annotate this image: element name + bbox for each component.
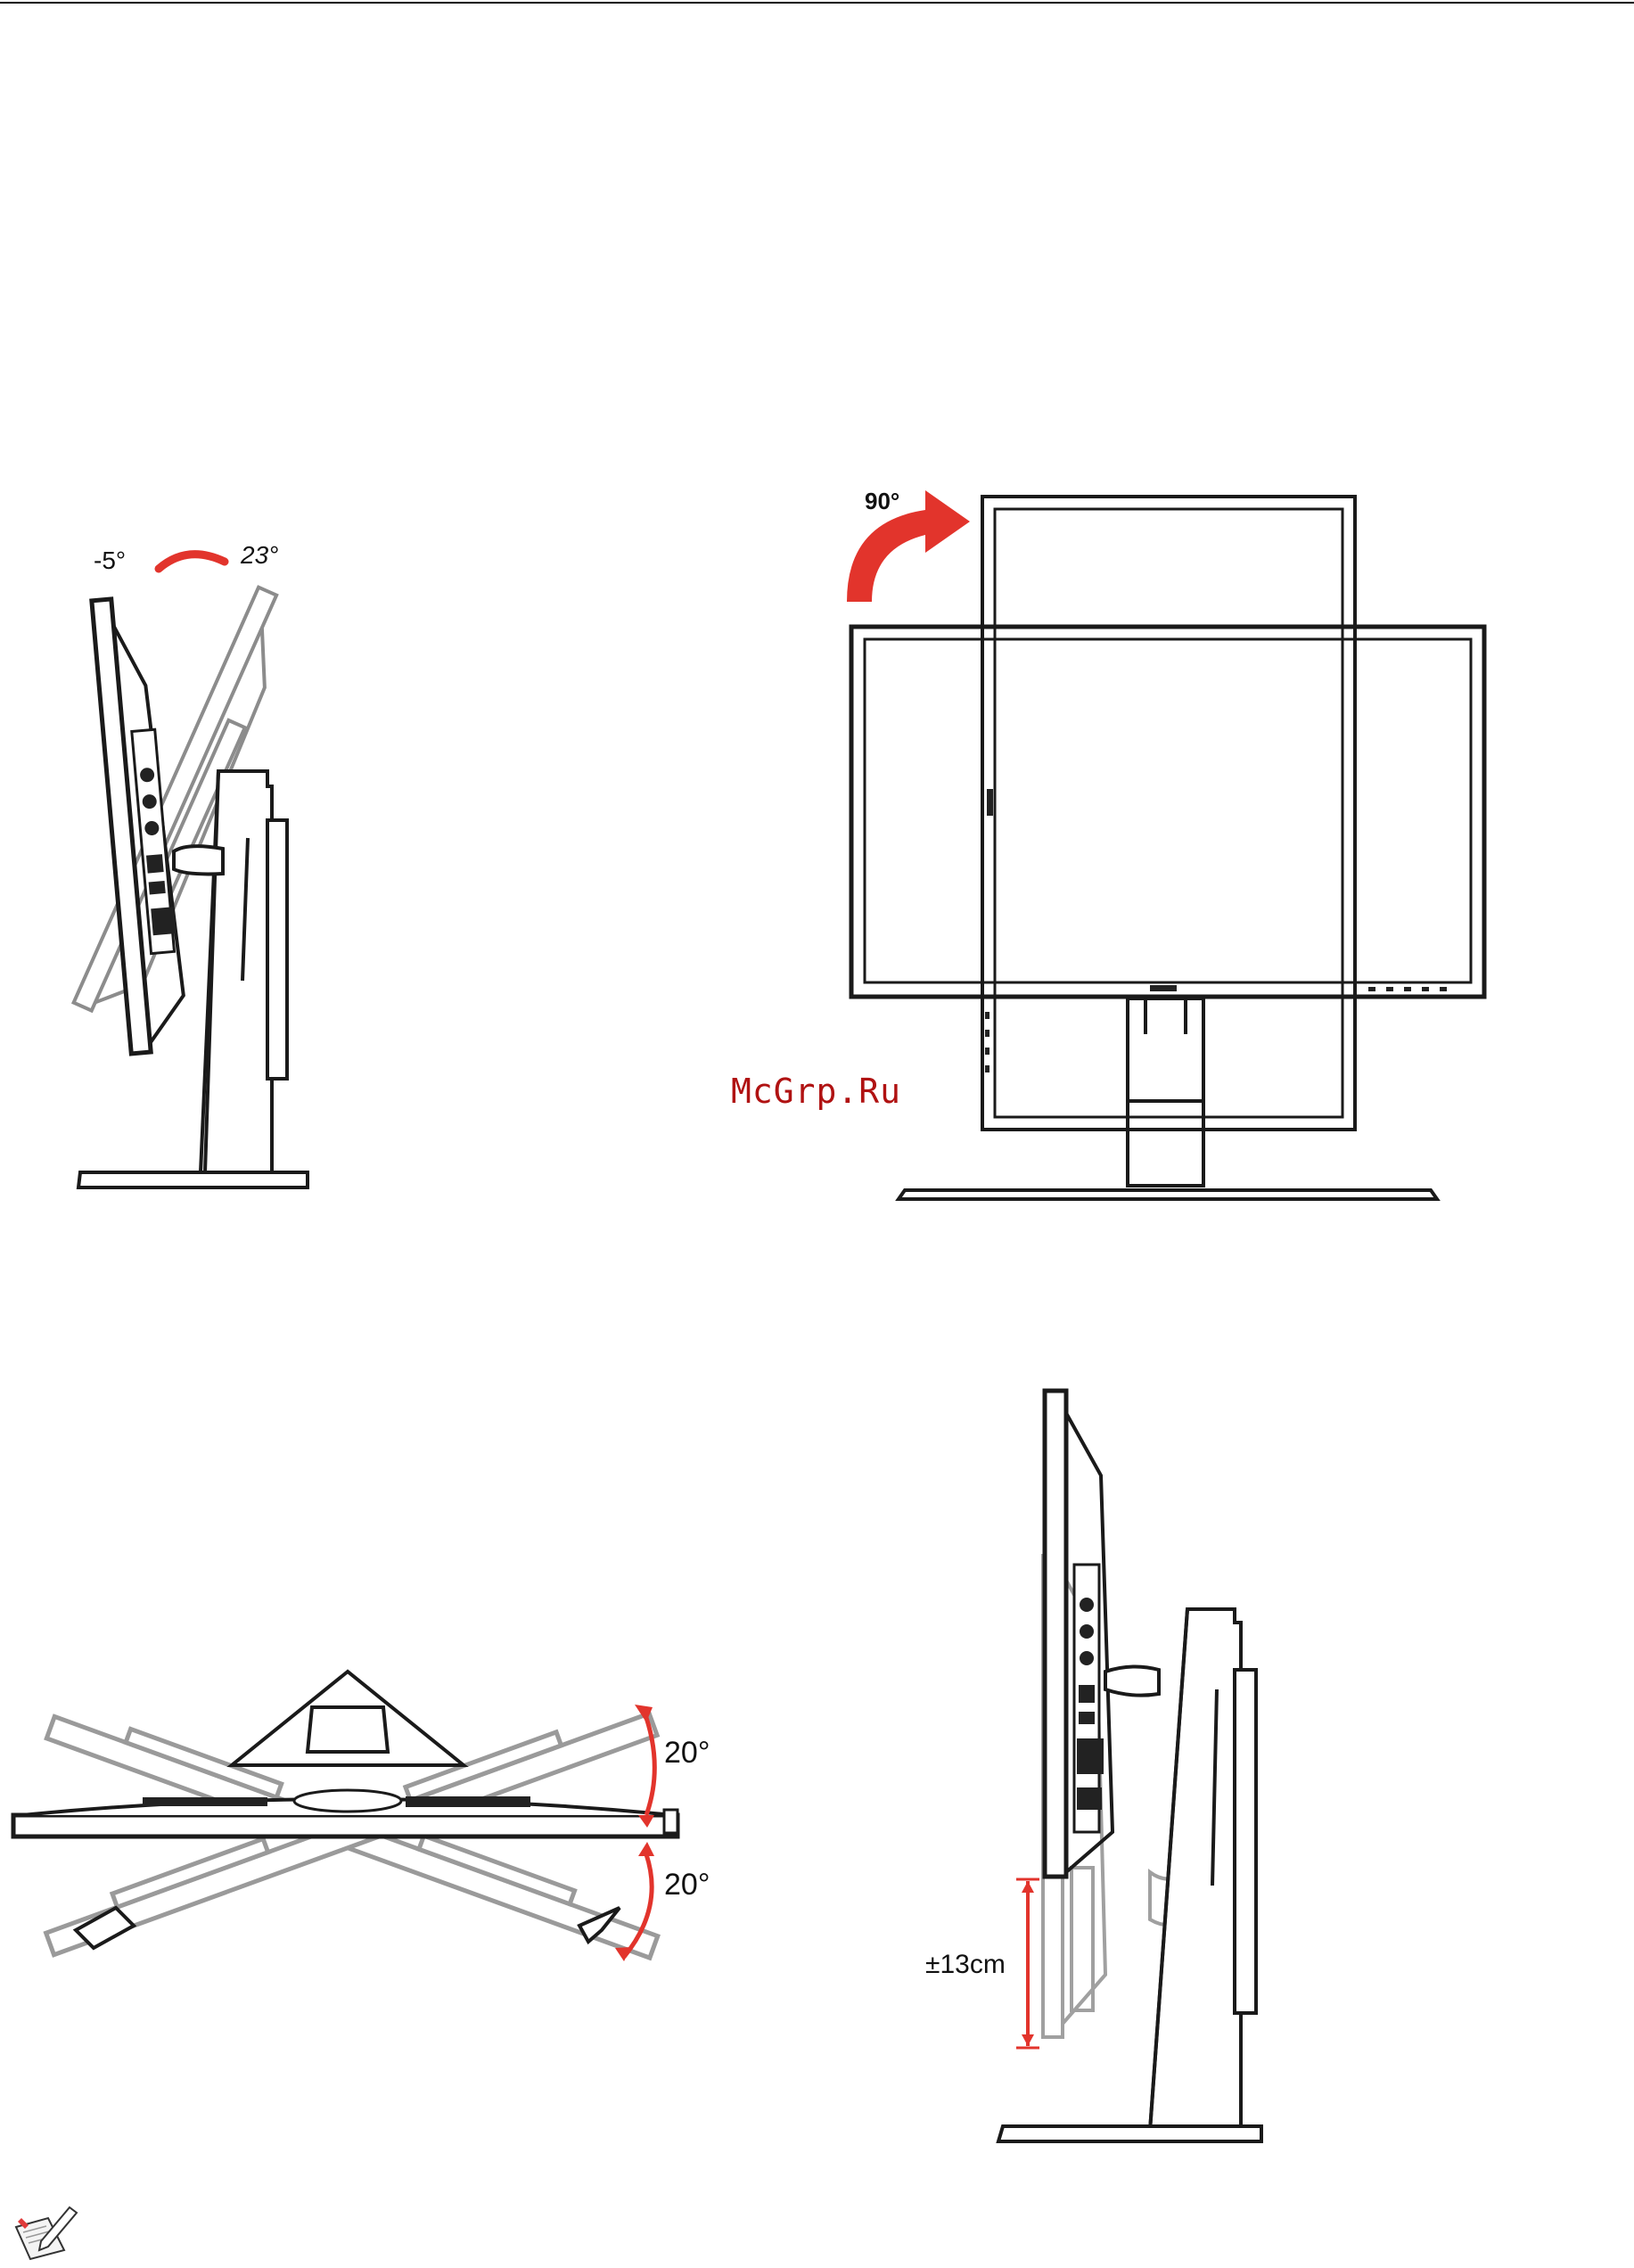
swivel-front-panel [13,1790,677,1837]
height-label: ±13cm [925,1950,1006,1979]
tilt-figure: -5° 23° [53,517,357,1195]
watermark: McGrp.Ru [731,1072,901,1111]
swivel-figure: 20° 20° [9,1658,713,1988]
top-rule [0,2,1634,4]
height-stand [998,1609,1261,2141]
pivot-figure: 90° [838,486,1498,1217]
swivel-lower-label: 20° [664,1868,710,1902]
pivot-label: 90° [865,488,899,514]
tilt-right-label: 23° [240,541,278,569]
height-arrow [1016,1879,1039,2048]
portrait-monitor [982,497,1355,1130]
height-figure: ±13cm [918,1386,1301,2144]
note-pencil-icon [11,2200,82,2263]
tilt-arrow [159,555,225,569]
tilt-left-label: -5° [94,546,126,574]
landscape-monitor [851,627,1484,1072]
swivel-upper-label: 20° [664,1736,710,1770]
